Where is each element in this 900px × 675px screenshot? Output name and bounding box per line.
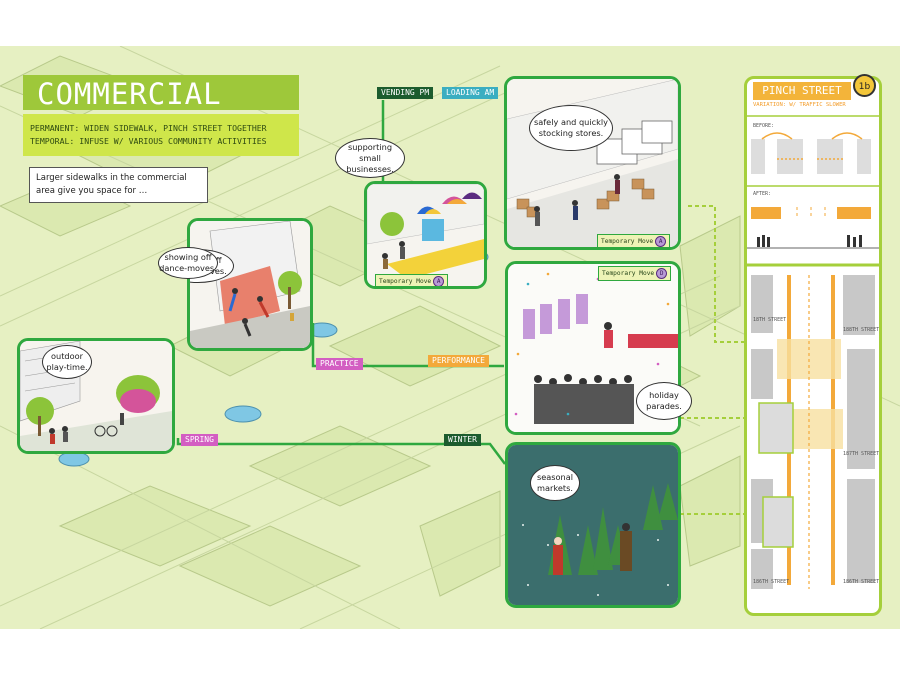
street-label-186th-b: 186TH STREET: [843, 579, 880, 585]
pinch-variation-label: VARIATION: W/ TRAFFIC SLOWER: [753, 102, 846, 108]
pinch-badge: 1b: [853, 74, 876, 97]
title-banner: COMMERCIAL: [23, 75, 299, 111]
street-section-diagrams: [747, 115, 879, 589]
speech-bubble-markets: seasonal markets.: [530, 465, 580, 501]
temporary-move-label-3: Temporary Move: [602, 270, 655, 277]
tag-spring: SPRING: [181, 434, 218, 446]
temporal-strategy: TEMPORAL: INFUSE W/ VARIOUS COMMUNITY AC…: [30, 136, 267, 146]
tag-practice: PRACTICE: [316, 358, 363, 370]
strategy-banner: PERMANENT: WIDEN SIDEWALK, PINCH STREET …: [23, 114, 299, 156]
move-letter-3: D: [656, 267, 668, 279]
tag-loading-am: LOADING AM: [442, 87, 499, 99]
move-letter-2: A: [655, 235, 667, 247]
tag-performance: PERFORMANCE: [428, 355, 489, 367]
move-letter-1: A: [433, 275, 445, 286]
speech-bubble-playtime: outdoor play-time.: [42, 345, 92, 379]
permanent-strategy: PERMANENT: WIDEN SIDEWALK, PINCH STREET …: [30, 123, 267, 133]
tag-vending-pm: VENDING PM: [377, 87, 434, 99]
vending-illustration: [367, 184, 484, 286]
pinch-street-title: PINCH STREET: [753, 82, 851, 100]
after-label: AFTER:: [753, 191, 772, 197]
temporary-move-label-2: Temporary Move: [601, 238, 654, 245]
loading-illustration: [507, 79, 678, 247]
speech-bubble-parades: holiday parades.: [636, 382, 692, 420]
speech-bubble-business: supporting small businesses.: [335, 138, 405, 178]
panel-dance: showing off dance-moves.: [187, 218, 313, 351]
panel-markets: seasonal markets.: [505, 442, 681, 608]
page-title: COMMERCIAL: [37, 77, 222, 111]
tag-winter: WINTER: [444, 434, 481, 446]
panel-playtime: outdoor play-time.: [17, 338, 175, 454]
street-label-18th: 18TH STREET: [753, 317, 787, 323]
street-label-186th-a: 186TH STREET: [753, 579, 790, 585]
before-label: BEFORE:: [753, 123, 775, 129]
street-label-188th: 188TH STREET: [843, 327, 880, 333]
street-label-187th: 187TH STREET: [843, 451, 880, 457]
intro-text: Larger sidewalks in the commercial area …: [36, 173, 187, 196]
speech-bubble-dance-outer: showing off dance-moves.: [158, 247, 218, 279]
temporary-move-label-1: Temporary Move: [379, 278, 432, 285]
intro-note: Larger sidewalks in the commercial area …: [29, 167, 208, 203]
pinch-street-panel: PINCH STREET VARIATION: W/ TRAFFIC SLOWE…: [744, 76, 882, 616]
speech-bubble-stocking: safely and quickly stocking stores.: [529, 105, 613, 151]
market-illustration: [508, 445, 678, 605]
dance-illustration: [190, 221, 310, 348]
